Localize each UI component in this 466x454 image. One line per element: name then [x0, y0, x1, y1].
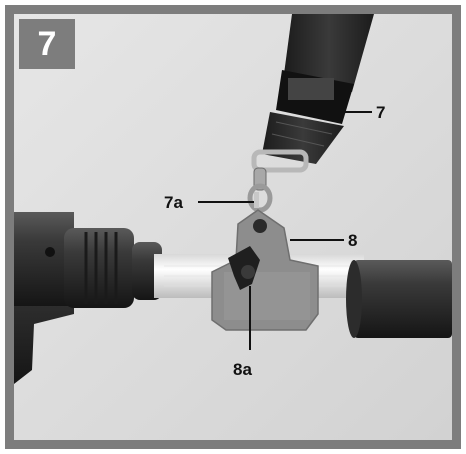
- shaft-extension: [346, 260, 452, 338]
- callout-strap-label: 7: [376, 103, 386, 122]
- callout-holder-label: 8: [348, 231, 358, 250]
- figure-number-badge: 7: [19, 19, 75, 69]
- photo-background: [14, 14, 452, 440]
- figure-frame: 7 7 7a 8 8a: [5, 5, 461, 449]
- product-photo: [14, 14, 452, 440]
- callout-wing-screw-label: 8a: [233, 360, 252, 379]
- carrying-strap: [251, 14, 374, 173]
- wing-screw: [228, 246, 260, 290]
- callout-snap-hook-label: 7a: [164, 193, 183, 212]
- callout-lines: [198, 111, 372, 350]
- snap-hook: [247, 167, 273, 213]
